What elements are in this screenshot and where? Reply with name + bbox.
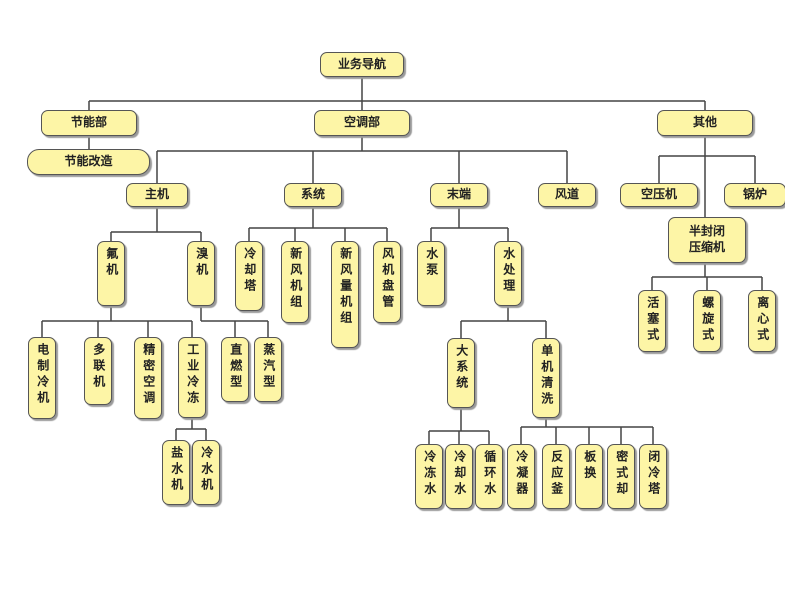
node-mishique[interactable]: 密式却	[607, 444, 635, 509]
node-duolianji[interactable]: 多联机	[84, 337, 112, 405]
node-kongyaji[interactable]: 空压机	[620, 183, 698, 207]
node-jingmi-kongtiao[interactable]: 精密空调	[134, 337, 162, 419]
node-xitong[interactable]: 系统	[284, 183, 342, 207]
node-daxitong[interactable]: 大系统	[447, 338, 475, 408]
node-xunhuanshui[interactable]: 循环水	[475, 444, 503, 509]
node-xinfengliang-jizu[interactable]: 新风量机组	[331, 241, 359, 348]
node-huosaishi[interactable]: 活塞式	[638, 290, 666, 352]
node-jieneng[interactable]: 节能部	[41, 110, 137, 136]
node-fuji[interactable]: 氟机	[97, 241, 125, 306]
node-lixinshi[interactable]: 离心式	[748, 290, 776, 352]
node-guolu[interactable]: 锅炉	[724, 183, 785, 207]
node-shuichuli[interactable]: 水处理	[494, 241, 522, 306]
node-fengdao[interactable]: 风道	[538, 183, 596, 207]
node-zhuji[interactable]: 主机	[126, 183, 188, 207]
node-dianzhi-lengji[interactable]: 电制冷机	[28, 337, 56, 419]
node-qita[interactable]: 其他	[657, 110, 753, 136]
node-lengqueshui[interactable]: 冷却水	[445, 444, 473, 509]
node-fengji-panguan[interactable]: 风机盘管	[373, 241, 401, 323]
node-lengdongshui[interactable]: 冷冻水	[415, 444, 443, 509]
node-xinfeng-jizu[interactable]: 新风机组	[281, 241, 309, 323]
node-banfengbi-yasuoji[interactable]: 半封闭 压缩机	[668, 217, 746, 263]
node-lengqueta[interactable]: 冷却塔	[235, 241, 263, 311]
node-banhuan[interactable]: 板换	[575, 444, 603, 509]
node-gongye-lengdong[interactable]: 工业冷冻	[178, 337, 206, 418]
node-root[interactable]: 业务导航	[320, 52, 404, 77]
node-lengshuiji[interactable]: 冷水机	[192, 440, 220, 505]
node-fanyingfu[interactable]: 反应釜	[542, 444, 570, 509]
node-zhengqixing[interactable]: 蒸汽型	[254, 337, 282, 402]
node-moduan[interactable]: 末端	[430, 183, 488, 207]
node-xiuji[interactable]: 溴机	[187, 241, 215, 306]
node-yanshuiji[interactable]: 盐水机	[162, 440, 190, 505]
node-danji-qingxi[interactable]: 单机清洗	[532, 338, 560, 418]
node-bilengta[interactable]: 闭冷塔	[639, 444, 667, 509]
node-luoxuanshi[interactable]: 螺旋式	[693, 290, 721, 352]
node-jieneng-gaizao[interactable]: 节能改造	[27, 149, 150, 175]
node-lengningqi[interactable]: 冷凝器	[507, 444, 535, 509]
node-shuibeng[interactable]: 水泵	[417, 241, 445, 306]
node-zhiranxing[interactable]: 直燃型	[221, 337, 249, 402]
node-kongtiao[interactable]: 空调部	[314, 110, 410, 136]
